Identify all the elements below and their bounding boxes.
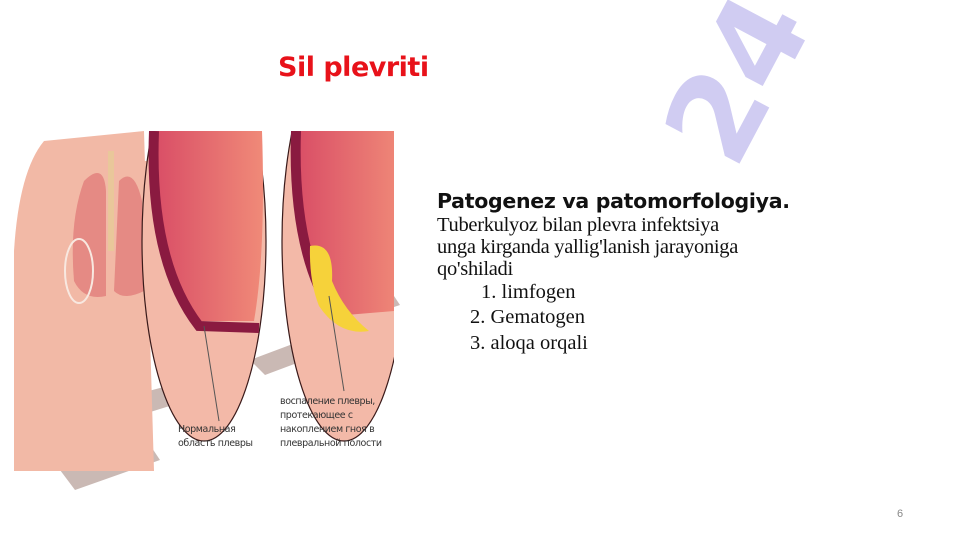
pus-accumulation: [309, 245, 369, 332]
list-item: 1. limfogen: [481, 281, 576, 303]
paragraph-line: Tuberkulyoz bilan plevra infektsiya: [437, 214, 719, 236]
caption-line: протекающее с: [280, 410, 353, 421]
list-item: 3. aloqa orqali: [470, 332, 588, 354]
small-lung-right: [72, 173, 106, 297]
caption-line: плевральной полости: [280, 438, 382, 449]
slide-body: Patogenez va patomorfologiya. Tuberkulyo…: [437, 188, 907, 356]
small-lung-left: [114, 176, 144, 296]
caption-line: Нормальная: [178, 424, 236, 435]
paragraph-line: unga kirganda yallig'lanish jarayoniga: [437, 236, 739, 258]
paragraph-line: qo'shiladi: [437, 258, 513, 280]
watermark-text: 24: [638, 0, 839, 186]
list-item: 2. Gematogen: [470, 306, 585, 328]
slide-title: Sil plevriti: [278, 52, 429, 83]
caption-line: воспаление плевры,: [280, 396, 375, 407]
section-heading: Patogenez va patomorfologiya.: [437, 189, 790, 213]
caption-line: накоплением гноя в: [280, 424, 375, 435]
chest-lung-diagram: [14, 40, 407, 471]
caption-inflamed-pleura: воспаление плевры, протекающее с накопле…: [280, 395, 382, 451]
caption-normal-pleura: Нормальная область плевры: [178, 423, 253, 451]
page-number: 6: [897, 508, 904, 520]
highlight-circle: [64, 238, 94, 304]
caption-line: область плевры: [178, 438, 253, 449]
pleurisy-illustration: Нормальная область плевры воспаление пле…: [14, 40, 407, 471]
